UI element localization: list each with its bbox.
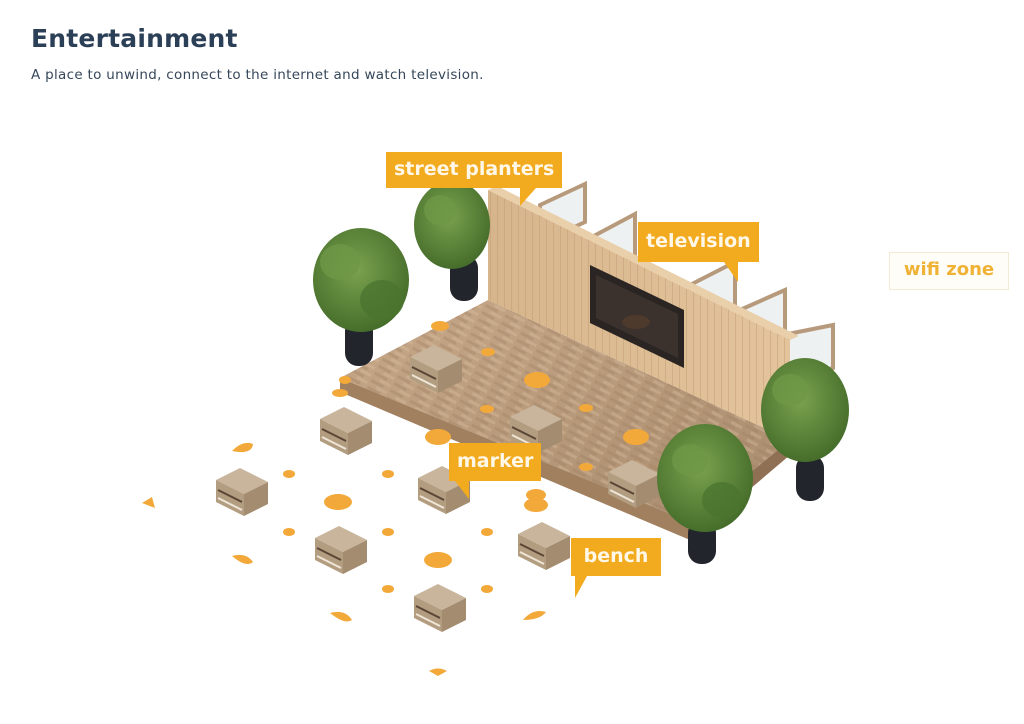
street-planter bbox=[313, 228, 409, 366]
callout-pointer-icon bbox=[520, 188, 536, 206]
pallet-bench bbox=[315, 526, 367, 574]
wifi-zone-label[interactable]: wifi zone bbox=[889, 252, 1009, 290]
callout-pointer-icon bbox=[575, 576, 587, 598]
street-planter bbox=[414, 181, 490, 301]
pallet-bench bbox=[608, 460, 660, 508]
pallet-bench bbox=[320, 407, 372, 455]
bench-label-text: bench bbox=[583, 545, 649, 567]
marker-label[interactable]: marker bbox=[449, 443, 542, 499]
floor-markers bbox=[142, 321, 691, 676]
callout-pointer-icon bbox=[724, 262, 738, 282]
callout-pointer-icon bbox=[455, 481, 469, 499]
marker-label-text: marker bbox=[457, 450, 534, 472]
television-label[interactable]: television bbox=[638, 222, 759, 282]
television bbox=[590, 265, 684, 368]
page-subtitle: A place to unwind, connect to the intern… bbox=[31, 67, 484, 83]
pallet-bench bbox=[518, 522, 570, 570]
pallet-bench bbox=[410, 345, 462, 393]
street-planter bbox=[761, 358, 849, 501]
page-title: Entertainment bbox=[31, 24, 238, 53]
bench-label[interactable]: bench bbox=[571, 538, 661, 598]
pallet-bench bbox=[216, 468, 268, 516]
street-planters-label-text: street planters bbox=[394, 158, 555, 180]
street-planter bbox=[657, 424, 753, 564]
pallet-bench bbox=[414, 584, 466, 632]
television-label-text: television bbox=[646, 230, 751, 252]
street-planters-label[interactable]: street planters bbox=[386, 152, 563, 206]
